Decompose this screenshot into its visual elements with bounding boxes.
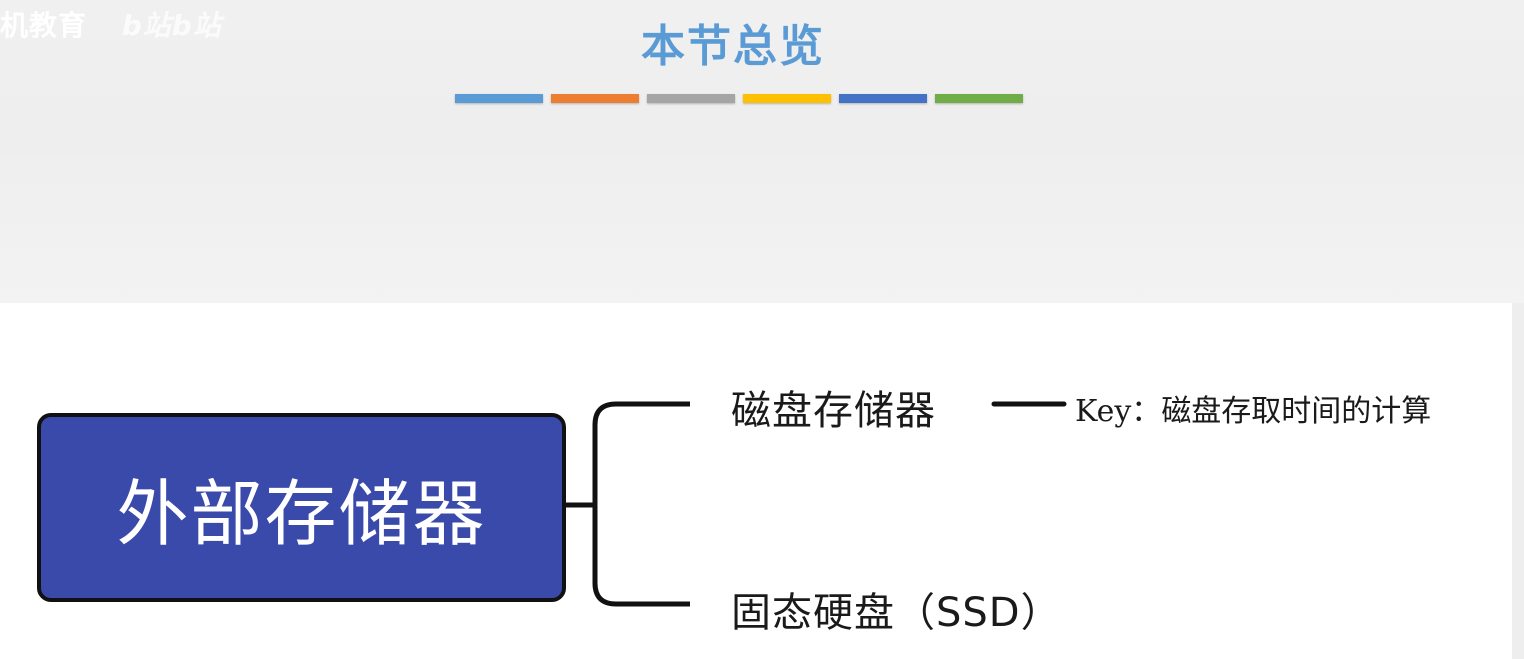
branch-bracket	[592, 401, 690, 607]
accent-bar	[647, 94, 735, 103]
accent-bar	[839, 94, 927, 103]
accent-bar	[551, 94, 639, 103]
root-node: 外部存储器	[37, 413, 566, 602]
slide-header	[0, 0, 1524, 303]
watermark: 机教育 b站b站	[0, 4, 222, 44]
accent-bars	[455, 94, 1023, 103]
child-node-disk: 磁盘存储器	[731, 388, 936, 434]
root-node-label: 外部存储器	[116, 472, 487, 556]
child-node-ssd: 固态硬盘（SSD）	[731, 590, 1062, 636]
accent-bar	[935, 94, 1023, 103]
accent-bar	[455, 94, 543, 103]
key-text: 磁盘存取时间的计算	[1161, 394, 1432, 429]
watermark-logo: b站b站	[121, 9, 222, 42]
right-edge-strip	[1512, 303, 1524, 659]
watermark-text: 机教育	[0, 9, 88, 42]
key-note: Key：磁盘存取时间的计算	[1075, 386, 1431, 430]
page-title: 本节总览	[641, 21, 825, 72]
key-label: Key：	[1075, 394, 1162, 429]
accent-bar	[743, 94, 831, 103]
